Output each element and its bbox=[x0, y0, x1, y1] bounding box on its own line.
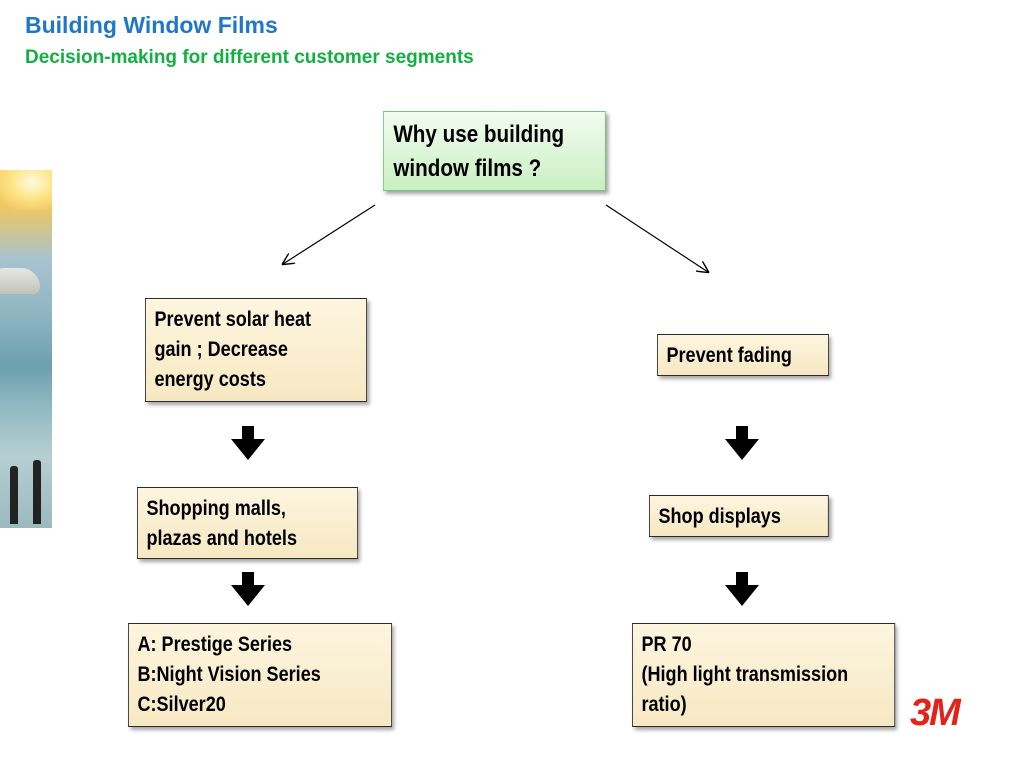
box-text-line: Why use building bbox=[393, 121, 565, 148]
box-text-line: (High light transmission bbox=[641, 663, 849, 686]
products-box-left: A: Prestige Series B:Night Vision Series… bbox=[128, 623, 393, 727]
box-text-line: Prevent solar heat bbox=[154, 308, 312, 331]
arrow-root-to-right bbox=[605, 204, 708, 272]
arrow-root-to-left bbox=[283, 204, 376, 264]
sun-glare-image bbox=[0, 170, 52, 210]
person-figure bbox=[33, 460, 41, 524]
segment-box-shopping-malls: Shopping malls, plazas and hotels bbox=[137, 487, 359, 559]
down-arrow-icon bbox=[231, 572, 265, 606]
down-arrow-icon bbox=[725, 426, 759, 460]
box-text-line: Shopping malls, bbox=[146, 497, 286, 520]
box-text-line: window films ? bbox=[393, 155, 542, 182]
3m-logo: 3M bbox=[910, 692, 961, 734]
benefit-box-prevent-fading: Prevent fading bbox=[657, 334, 829, 376]
box-text-line: gain ; Decrease bbox=[154, 338, 288, 361]
box-text-line: C:Silver20 bbox=[137, 693, 226, 716]
box-text-line: plazas and hotels bbox=[146, 527, 298, 550]
root-question-box: Why use building window films ? bbox=[383, 111, 606, 191]
box-text-line: Shop displays bbox=[658, 505, 781, 528]
products-box-right: PR 70 (High light transmission ratio) bbox=[632, 623, 896, 727]
box-text-line: Prevent fading bbox=[666, 344, 792, 367]
slide-title: Building Window Films bbox=[25, 12, 278, 38]
box-text-line: B:Night Vision Series bbox=[137, 663, 321, 686]
down-arrow-icon bbox=[231, 426, 265, 460]
box-text-line: PR 70 bbox=[641, 633, 692, 656]
down-arrow-icon bbox=[725, 572, 759, 606]
segment-box-shop-displays: Shop displays bbox=[649, 495, 829, 537]
decorative-photo-strip bbox=[0, 170, 52, 528]
box-text-line: A: Prestige Series bbox=[137, 633, 293, 656]
car-image bbox=[0, 268, 40, 294]
box-text-line: energy costs bbox=[154, 368, 266, 391]
box-text-line: ratio) bbox=[641, 693, 687, 716]
benefit-box-solar-heat: Prevent solar heat gain ; Decrease energ… bbox=[145, 298, 367, 402]
slide-subtitle: Decision-making for different customer s… bbox=[25, 47, 474, 68]
person-figure bbox=[10, 466, 18, 524]
